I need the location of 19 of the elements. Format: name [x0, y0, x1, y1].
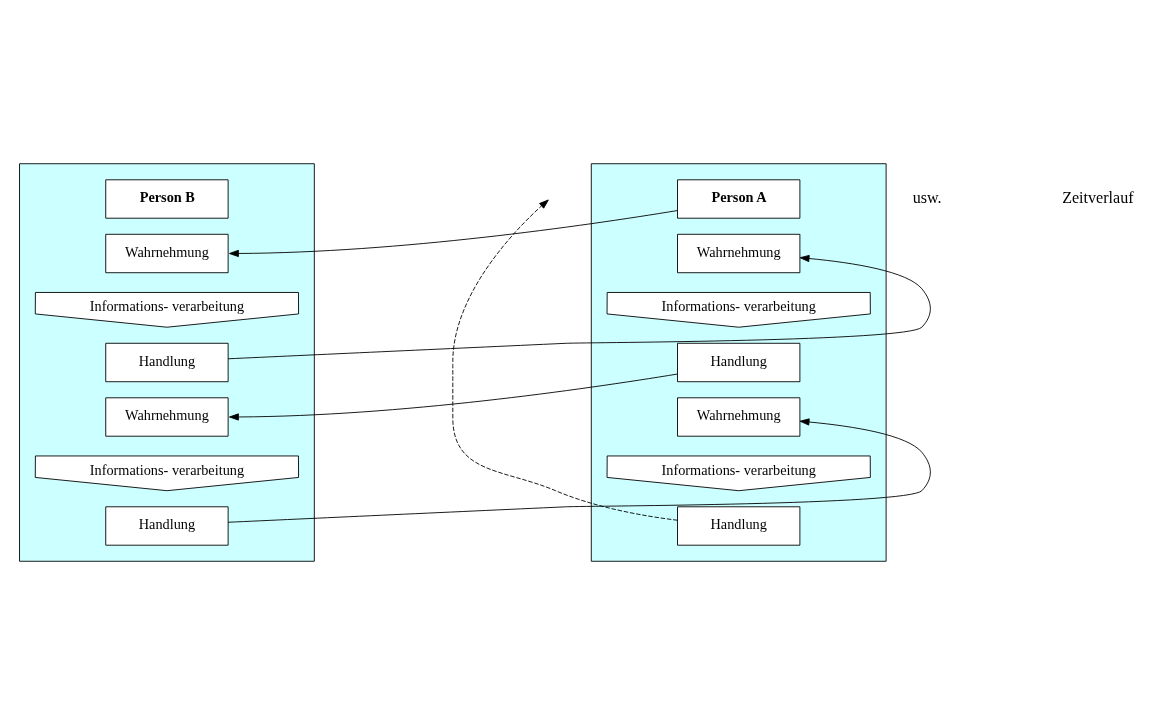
node-box: Handlung	[677, 506, 801, 546]
arrow	[229, 373, 678, 421]
node-box: Handlung	[677, 342, 801, 383]
node-box: Person B	[105, 179, 229, 219]
node-box: Handlung	[105, 506, 229, 546]
cluster	[590, 163, 887, 562]
node-box: Person A	[677, 179, 801, 219]
node-box: Handlung	[105, 342, 229, 383]
arrow	[227, 254, 931, 360]
arrow	[229, 210, 678, 258]
node-box: Wahrnehmung	[677, 233, 801, 274]
label: usw.	[912, 188, 942, 206]
arrow	[452, 199, 678, 521]
node-box: Wahrnehmung	[105, 233, 229, 274]
node-box: Wahrnehmung	[677, 397, 801, 437]
label: Zeitverlauf	[1062, 188, 1134, 206]
cluster	[19, 163, 315, 562]
node-box: Wahrnehmung	[105, 397, 229, 437]
arrow	[227, 418, 931, 523]
